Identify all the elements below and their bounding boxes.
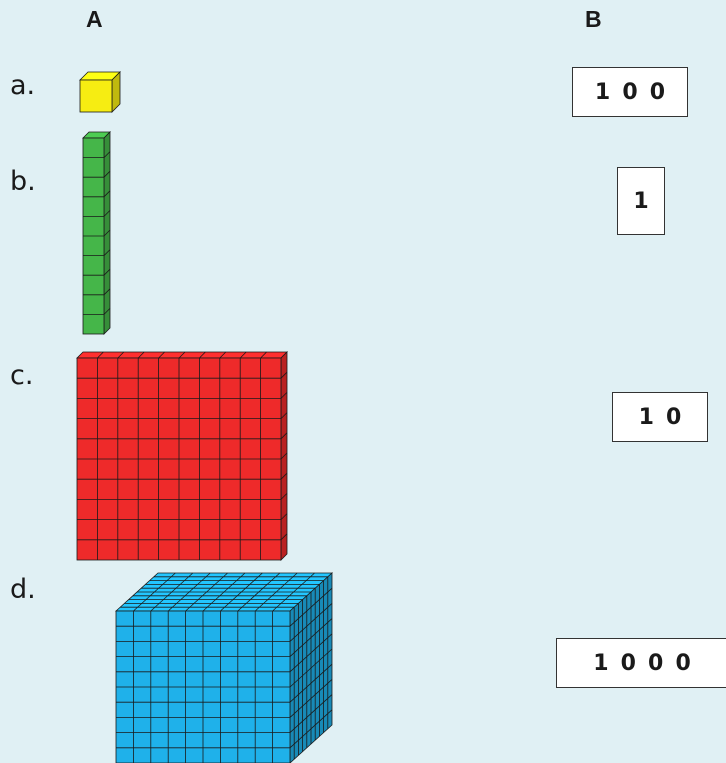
unit-cube-front-face	[80, 80, 112, 112]
row-label-a: a.	[10, 72, 35, 99]
hundred-flat	[74, 349, 289, 562]
thousand-cube	[72, 571, 294, 763]
number-box-10: 10	[612, 392, 708, 442]
number-box-1: 1	[617, 167, 665, 235]
column-a-header: A	[86, 6, 103, 33]
row-label-b: b.	[10, 168, 36, 195]
number-box-1000: 1000	[556, 638, 726, 688]
number-box-100: 100	[572, 67, 688, 117]
ten-rod	[80, 129, 112, 336]
unit-cube	[78, 70, 123, 115]
column-b-header: B	[585, 6, 602, 33]
row-label-d: d.	[10, 576, 36, 603]
row-label-c: c.	[10, 362, 33, 389]
